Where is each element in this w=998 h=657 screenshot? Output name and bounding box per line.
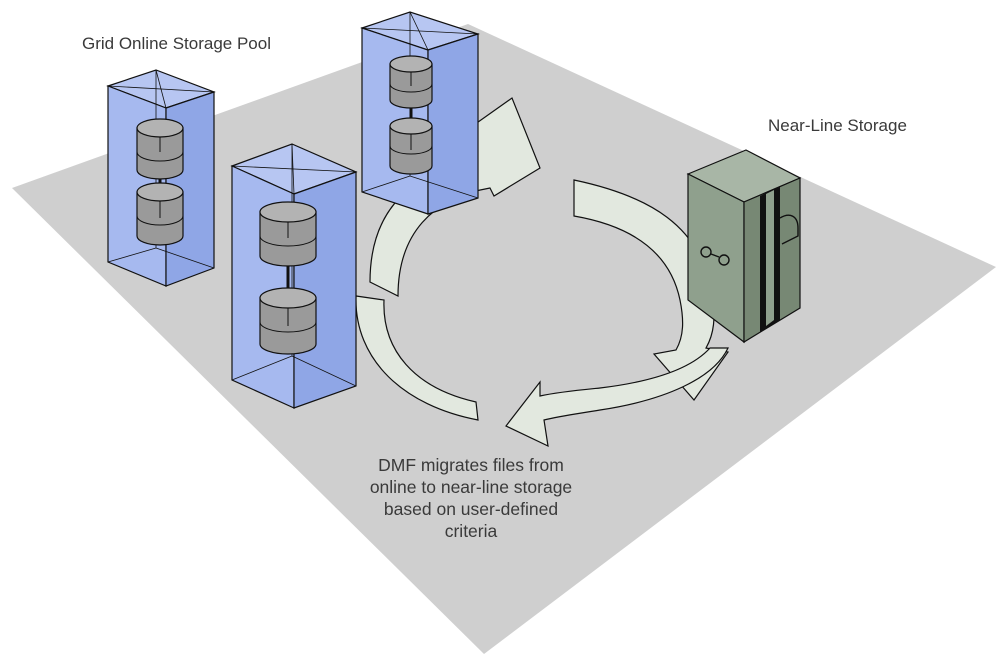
key-icon <box>700 246 712 258</box>
migration-arrow-icon <box>573 179 730 401</box>
near-line-storage-label: Near-Line Storage <box>768 116 907 135</box>
disk-cylinder-icon <box>136 118 184 180</box>
disk-cylinder-icon <box>389 55 433 109</box>
disk-cylinder-icon <box>136 182 184 246</box>
storage-box-icon <box>360 11 480 215</box>
storage-box-icon <box>230 143 358 409</box>
disk-cylinder-icon <box>259 287 317 355</box>
migration-caption: DMF migrates files from online to near-l… <box>366 454 576 542</box>
disk-cylinder-icon <box>259 201 317 267</box>
caption-line: DMF migrates files from <box>378 455 564 475</box>
caption-line: based on user-defined <box>383 499 559 519</box>
grid-online-storage-pool-label: Grid Online Storage Pool <box>82 34 271 53</box>
caption-line: online to near-line storage <box>369 477 573 497</box>
migration-arrow-icon <box>355 295 479 421</box>
near-line-server-icon <box>686 149 802 344</box>
disk-cylinder-icon <box>389 117 433 175</box>
caption-line: criteria <box>444 521 498 541</box>
storage-box-icon <box>106 69 216 287</box>
migration-arrow-icon <box>505 347 729 448</box>
